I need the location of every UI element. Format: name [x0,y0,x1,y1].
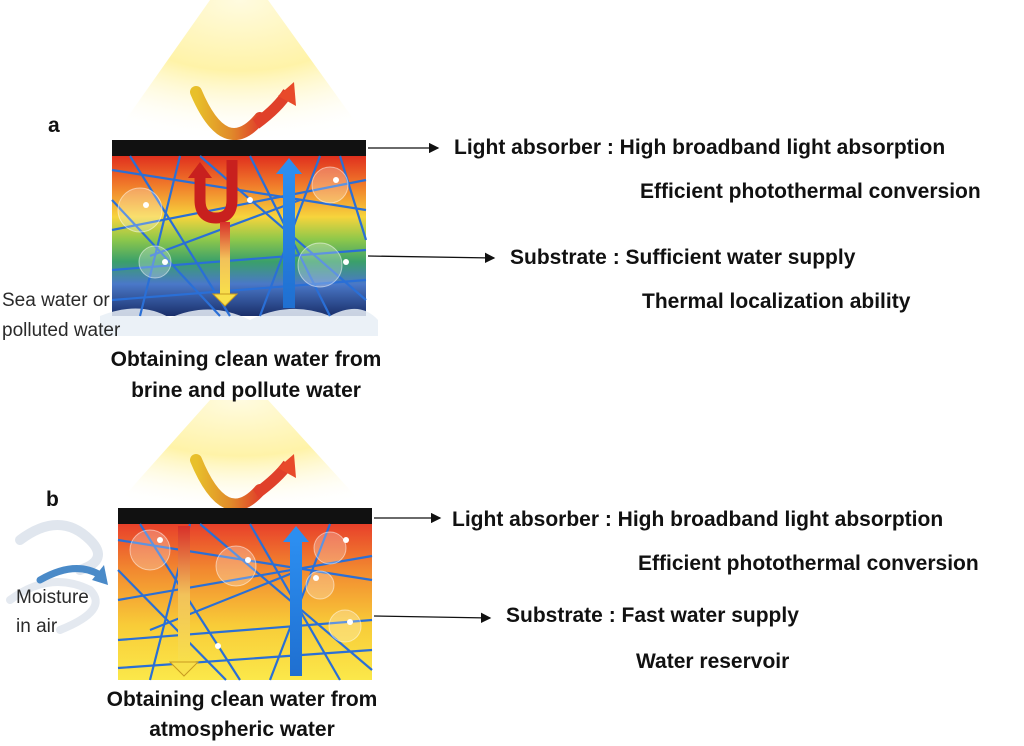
moisture-swirl-icon [6,520,108,634]
substrate-label-a-line2: Thermal localization ability [642,290,911,313]
absorber-label-a-line2: Efficient photothermal conversion [640,180,981,203]
substrate-label-b: Substrate : Fast water supply [506,604,799,627]
light-absorber-a [112,140,366,156]
up-arrow-shaft-b [290,540,302,676]
panel-letter-b: b [46,488,59,511]
substrate-pointer-b [373,612,492,624]
caption-a-line1: Obtaining clean water from [110,348,382,371]
down-arrowhead-b [168,661,200,677]
bubbles-b [129,529,362,643]
sunlight-beam-b [110,400,370,512]
absorber-label-a: Light absorber : High broadband light ab… [454,136,946,159]
reflect-arrow-b [190,454,266,511]
caption-b-line1: Obtaining clean water from [106,688,378,711]
sparkles-a [143,177,349,265]
source-label-b-line1: Moisture [16,587,89,608]
down-arrow-shaft-a [220,222,230,296]
sparkles-b [157,537,353,649]
water-foam-a [100,308,378,336]
absorber-label-b-line2: Efficient photothermal conversion [638,552,979,575]
up-arrowhead-b [283,526,309,542]
source-label-a-line2: polluted water [2,320,121,341]
absorber-label-b: Light absorber : High broadband light ab… [452,508,944,531]
vapor-arrowhead-a [278,82,296,106]
u-turn-arrow-a [194,160,238,224]
sunlight-beam-a [110,0,370,142]
panel-letter-a: a [48,114,60,137]
light-absorber-b [118,508,372,524]
down-arrow-shaft-b [178,526,190,664]
vapor-arrowhead-b [278,454,296,478]
down-arrowhead-a [211,293,239,307]
caption-b-line2: atmospheric water [149,718,335,741]
substrate-label-b-line2: Water reservoir [636,650,790,673]
u-turn-arrowhead-a [188,162,212,178]
substrate-pointer-a [367,252,496,264]
source-label-b-line2: in air [16,616,58,637]
caption-a-line2: brine and pollute water [131,379,361,402]
source-label-a-line1: Sea water or [2,290,110,311]
up-arrowhead-a [276,158,302,174]
up-arrow-shaft-a [283,172,295,308]
substrate-label-a: Substrate : Sufficient water supply [510,246,856,269]
bubbles-a [117,166,349,288]
reflect-arrow-a [190,86,266,140]
fiber-network-a [111,155,368,317]
